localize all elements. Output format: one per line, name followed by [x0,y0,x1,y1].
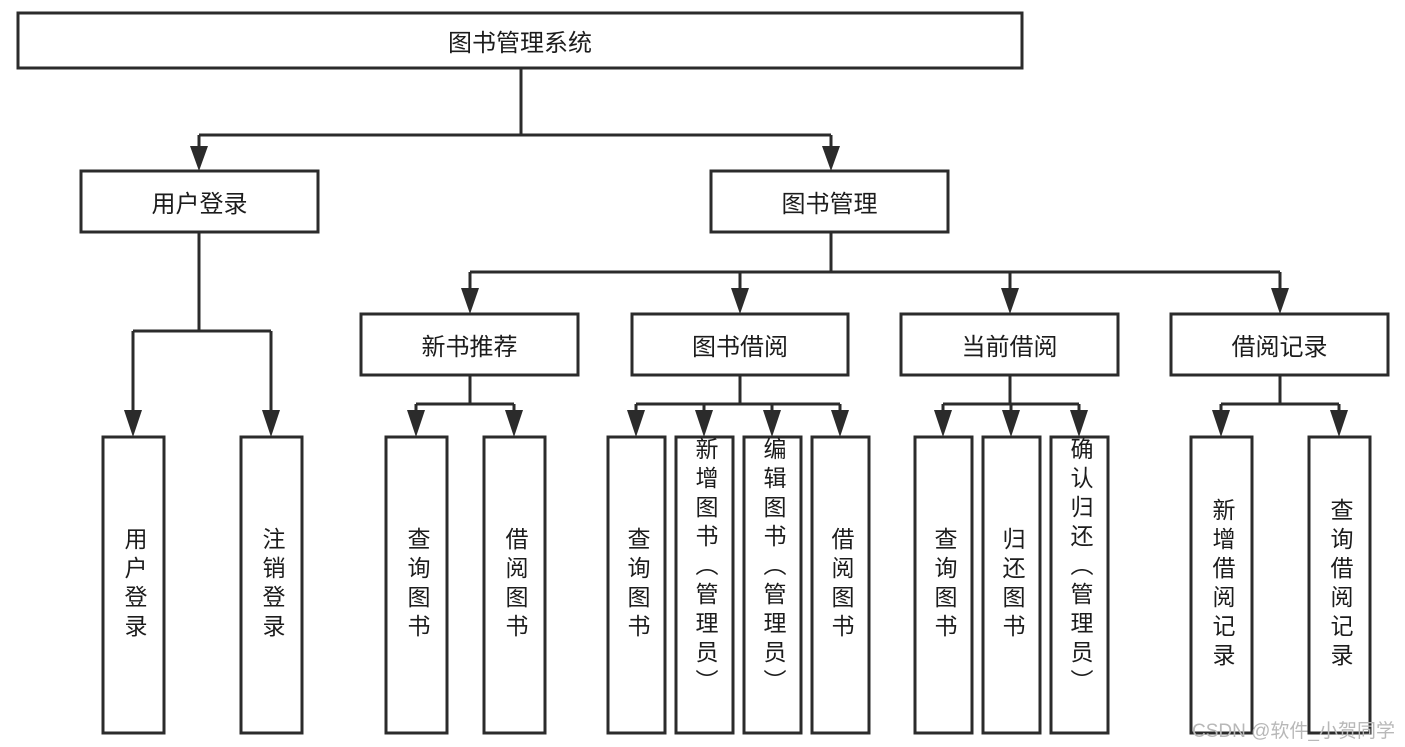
arrowhead-leaf-query-record [1330,410,1348,437]
node-box-leaf-query-record[interactable] [1307,435,1372,735]
node-box-leaf-user-login[interactable] [101,435,166,735]
node-box-leaf-query-book-3[interactable] [913,435,974,735]
arrowhead-leaf-borrow-book-2 [831,410,849,437]
node-box-leaf-query-book-1[interactable] [384,435,449,735]
arrowhead-borrow-record [1271,288,1289,314]
node-box-leaf-borrow-book-1[interactable] [482,435,547,735]
arrowhead-leaf-user-logout [262,410,280,437]
arrowhead-book-manage [822,146,840,171]
node-box-user-login[interactable] [79,169,320,234]
arrowhead-book-borrow [731,288,749,314]
csdn-watermark: CSDN @软件_小贺同学 [1192,721,1395,742]
node-box-leaf-edit-book[interactable] [742,435,803,735]
node-box-root[interactable] [16,11,1024,70]
arrowhead-leaf-query-book-3 [934,410,952,437]
arrowhead-leaf-return-book [1002,410,1020,437]
arrowhead-leaf-edit-book [763,410,781,437]
node-box-book-manage[interactable] [709,169,950,234]
arrowhead-user-login [190,146,208,171]
node-box-leaf-borrow-book-2[interactable] [810,435,871,735]
arrowhead-leaf-user-login [124,410,142,437]
node-box-leaf-add-record[interactable] [1189,435,1254,735]
node-box-book-borrow[interactable] [630,312,850,377]
node-box-leaf-query-book-2[interactable] [606,435,667,735]
arrowhead-current-borrow [1001,288,1019,314]
node-box-leaf-confirm-return[interactable] [1049,435,1110,735]
node-box-current-borrow[interactable] [899,312,1120,377]
arrowhead-leaf-query-book-1 [407,410,425,437]
arrowhead-new-book-rec [461,288,479,314]
arrowhead-leaf-query-book-2 [627,410,645,437]
arrowhead-leaf-add-book [695,410,713,437]
node-box-leaf-add-book[interactable] [674,435,735,735]
node-box-new-book-rec[interactable] [359,312,580,377]
arrowhead-leaf-add-record [1212,410,1230,437]
node-box-leaf-return-book[interactable] [981,435,1042,735]
arrowhead-leaf-borrow-book-1 [505,410,523,437]
arrowhead-leaf-confirm-return [1070,410,1088,437]
node-box-leaf-user-logout[interactable] [239,435,304,735]
node-box-borrow-record[interactable] [1169,312,1390,377]
